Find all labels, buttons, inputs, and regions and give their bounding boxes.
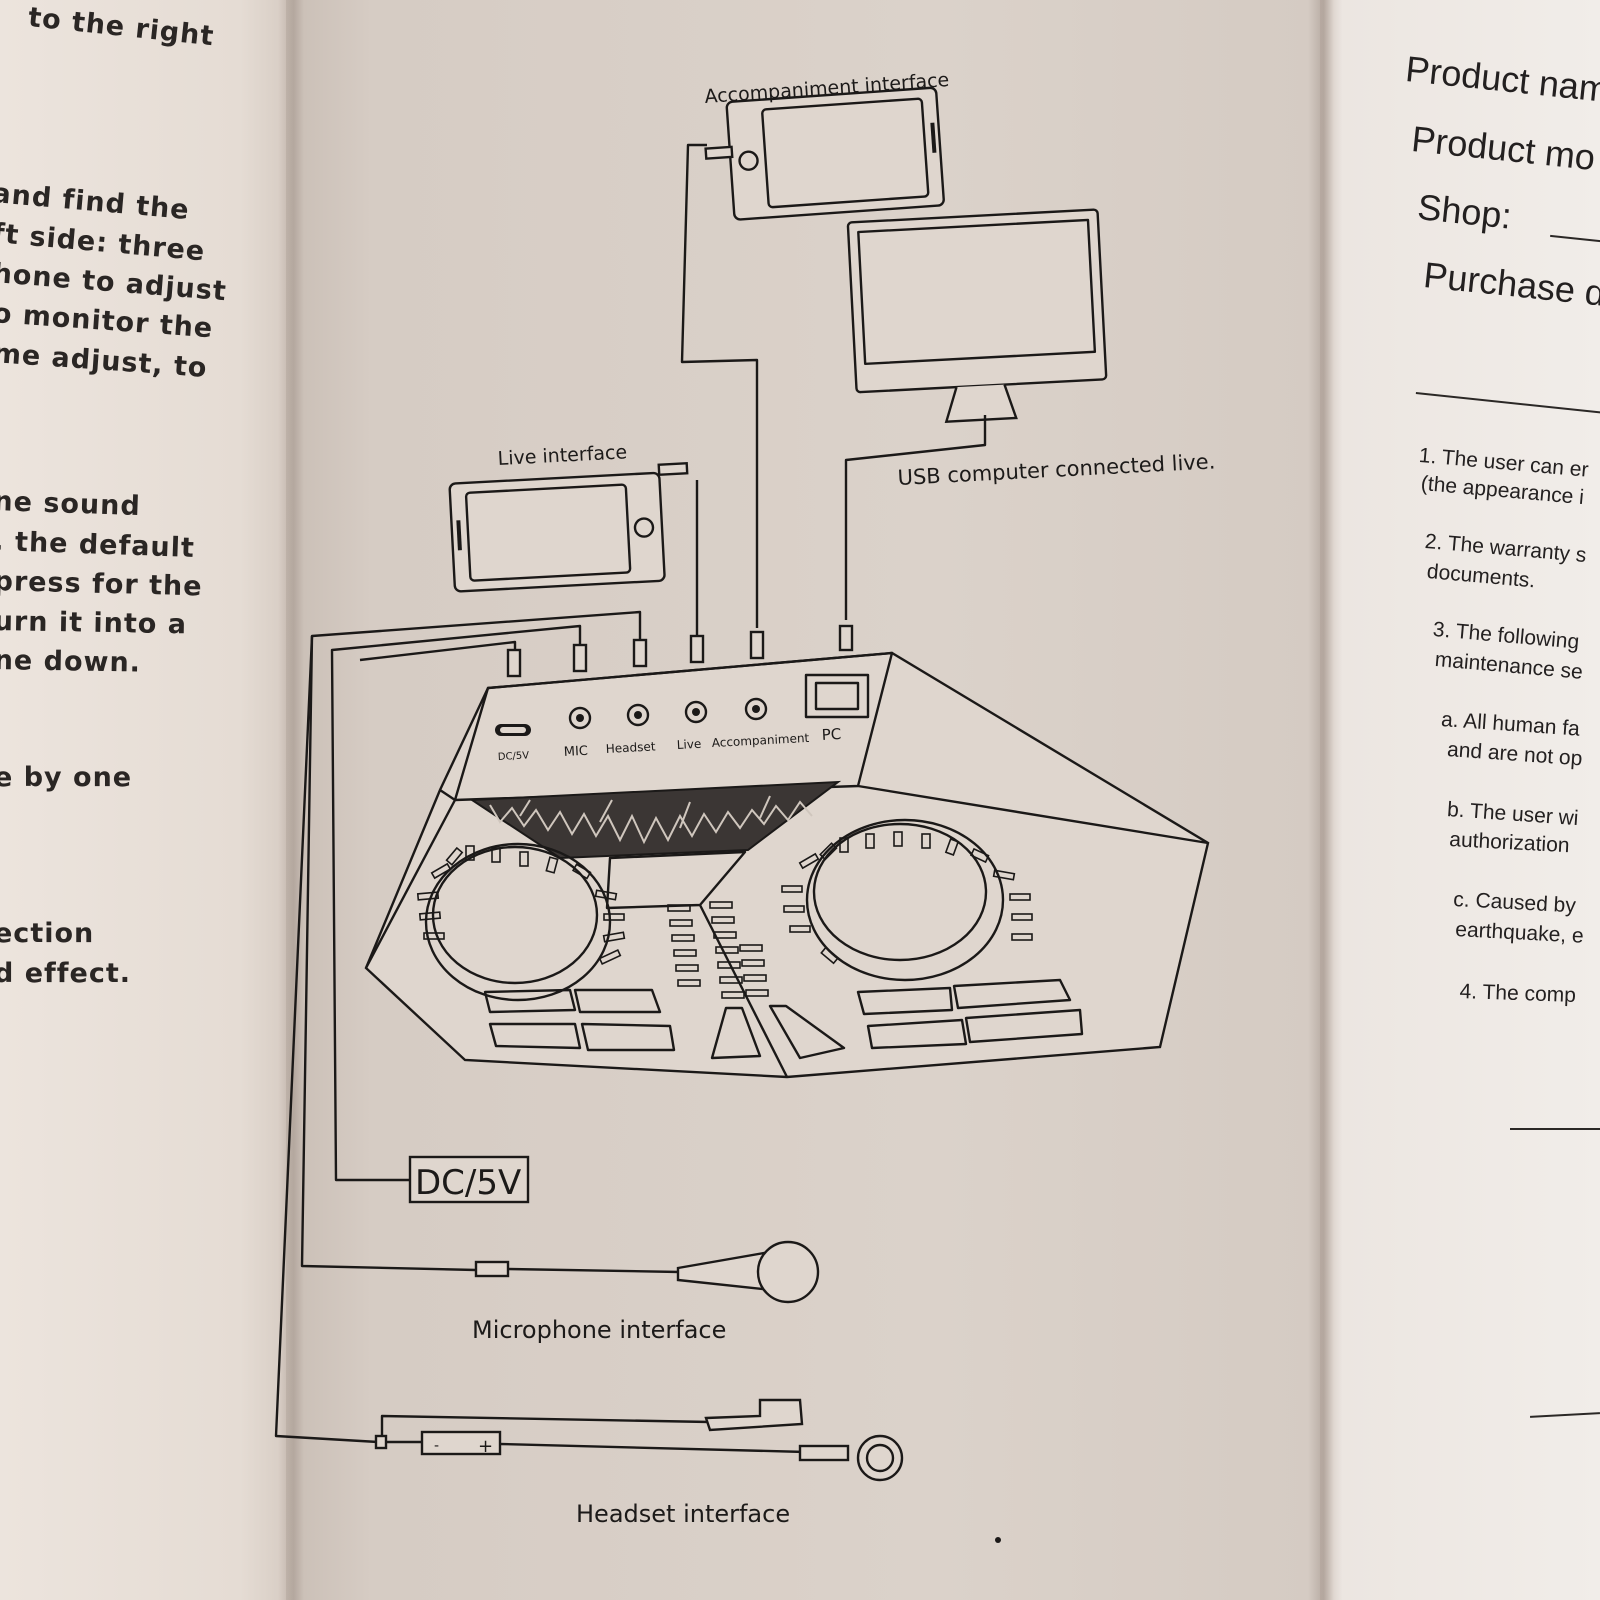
left-text-line: e by one <box>0 762 133 793</box>
port-label-dc: DC/5V <box>498 750 530 763</box>
port-label-headset: Headset <box>605 739 656 756</box>
accompaniment-phone-icon <box>704 86 945 221</box>
page-fold-shadow <box>278 0 304 1600</box>
computer-monitor-icon <box>846 208 1108 423</box>
port-label-live: Live <box>676 737 701 752</box>
headset-icon <box>374 1398 904 1482</box>
sound-card-device: DC/5V MIC Headset Live Accompaniment PC <box>364 651 1210 1079</box>
headset-plus-label: + <box>478 1436 493 1457</box>
headset-interface-label: Headset interface <box>576 1500 790 1528</box>
cable-plugs <box>506 624 854 678</box>
live-phone-icon <box>448 462 689 593</box>
port-label-mic: MIC <box>563 744 588 760</box>
ink-dot <box>995 1537 1001 1543</box>
cable-lines <box>274 143 987 1444</box>
headset-minus-label: - <box>434 1438 439 1454</box>
grille-pattern <box>489 795 813 845</box>
microphone-icon <box>474 1240 820 1304</box>
microphone-interface-label: Microphone interface <box>472 1316 726 1344</box>
dc-power-box <box>408 1155 530 1204</box>
usb-computer-label: USB computer connected live. <box>897 449 1216 490</box>
page-fold-shadow <box>1308 0 1334 1600</box>
left-text-line: ection <box>0 918 95 949</box>
device-ports <box>495 673 870 736</box>
right-page: Product nam Product mo Shop: Purchase d … <box>1320 0 1600 1600</box>
port-label-pc: PC <box>821 725 841 744</box>
live-interface-label: Live interface <box>497 441 628 470</box>
port-label-accompaniment: Accompaniment <box>711 731 809 750</box>
left-text-line: d effect. <box>0 958 132 989</box>
left-page: to the right and find the ft side: three… <box>0 0 300 1600</box>
level-meter <box>667 901 769 999</box>
dc-power-label: DC/5V <box>415 1163 521 1203</box>
knob-level-indicators <box>416 831 1033 966</box>
bottom-buttons <box>483 978 1084 1060</box>
right-underline <box>1510 1128 1600 1130</box>
